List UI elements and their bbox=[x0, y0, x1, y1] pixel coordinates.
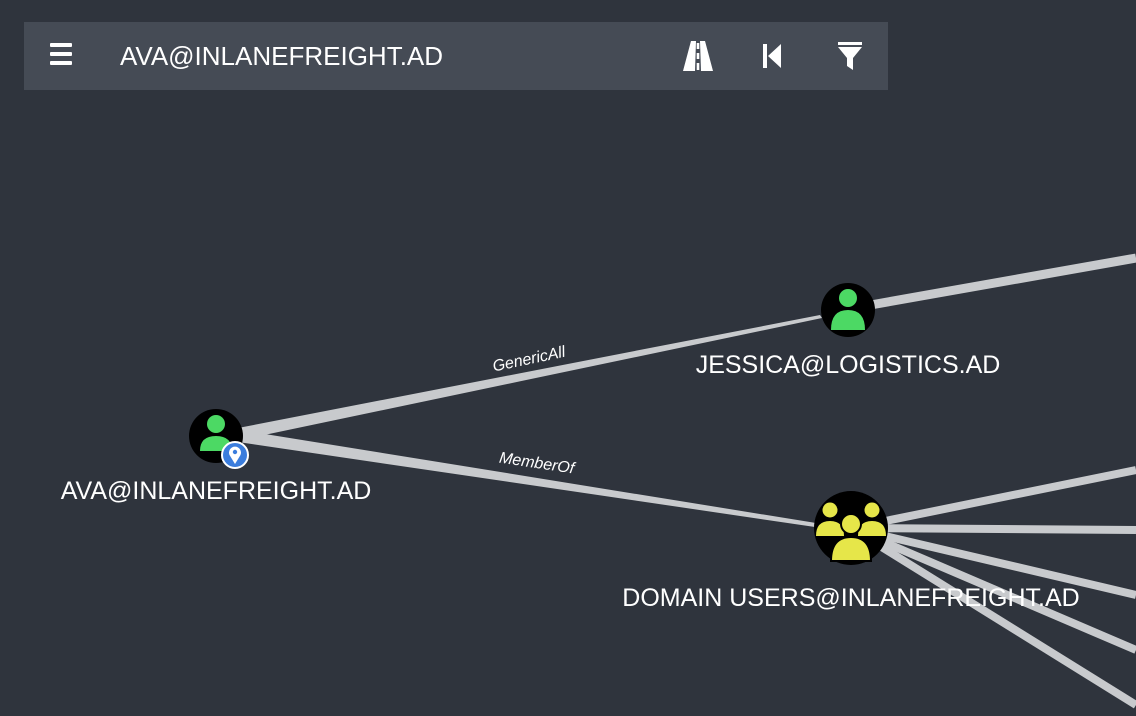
search-toolbar bbox=[24, 22, 888, 90]
graph-edge[interactable] bbox=[850, 466, 1136, 532]
node-label-ava: AVA@INLANEFREIGHT.AD bbox=[61, 477, 372, 505]
graph-edge[interactable] bbox=[850, 524, 1136, 534]
node-ava[interactable]: AVA@INLANEFREIGHT.AD bbox=[61, 409, 372, 505]
pathfinding-button[interactable] bbox=[678, 36, 718, 76]
graph-edge[interactable] bbox=[847, 253, 1136, 314]
node-jessica[interactable]: JESSICA@LOGISTICS.AD bbox=[696, 283, 1001, 379]
node-label-domain-users: DOMAIN USERS@INLANEFREIGHT.AD bbox=[622, 584, 1079, 612]
group-icon bbox=[816, 502, 886, 562]
node-domain-users[interactable]: DOMAIN USERS@INLANEFREIGHT.AD bbox=[622, 491, 1080, 612]
edge-label-memberof: MemberOf bbox=[498, 450, 577, 478]
filter-icon bbox=[838, 42, 862, 70]
user-icon bbox=[831, 289, 865, 330]
map-pin-icon bbox=[221, 441, 249, 469]
search-input[interactable] bbox=[120, 36, 640, 76]
graph-edge[interactable] bbox=[849, 524, 1136, 654]
graph-edge[interactable] bbox=[848, 524, 1136, 709]
node-label-jessica: JESSICA@LOGISTICS.AD bbox=[696, 351, 1001, 379]
hamburger-menu-icon[interactable] bbox=[48, 40, 76, 68]
graph-edge[interactable] bbox=[850, 524, 1136, 599]
edge-memberof[interactable] bbox=[238, 430, 816, 527]
step-back-icon bbox=[763, 44, 781, 68]
back-button[interactable] bbox=[752, 36, 792, 76]
road-icon bbox=[683, 41, 713, 71]
edge-genericall[interactable] bbox=[238, 315, 822, 440]
filter-button[interactable] bbox=[830, 36, 870, 76]
